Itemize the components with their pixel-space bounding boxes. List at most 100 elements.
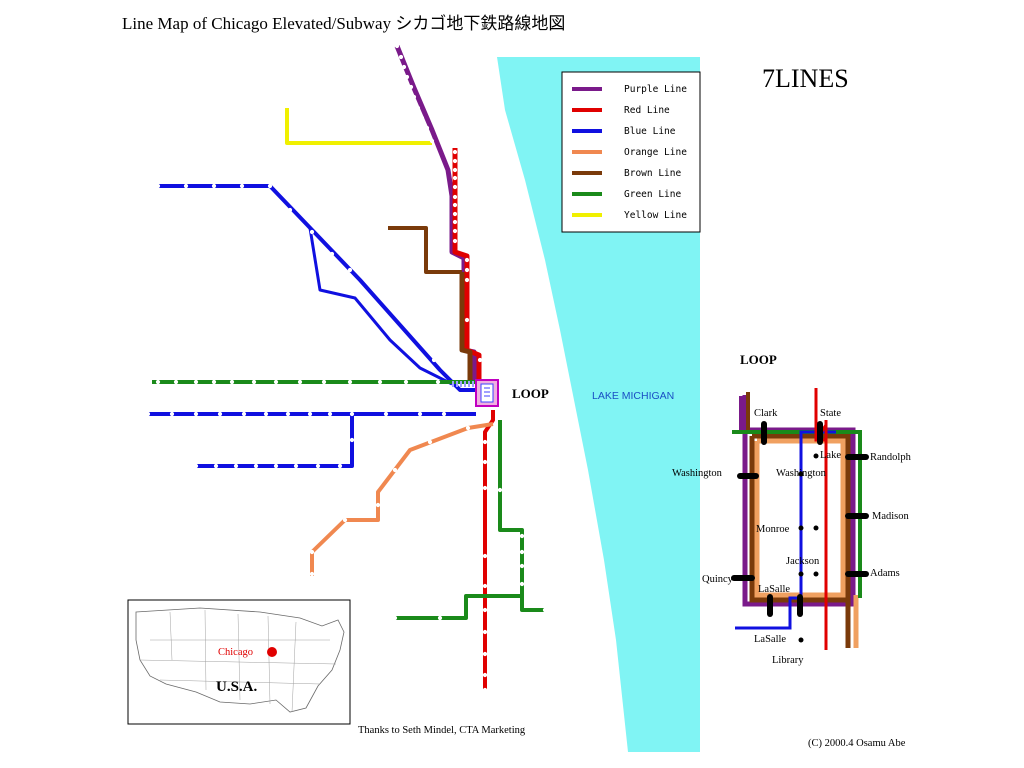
brown-line-west — [388, 226, 462, 274]
inset-station-label-12: LaSalle — [754, 634, 786, 645]
station-dot — [239, 183, 245, 189]
inset-station-label-0: Clark — [754, 408, 778, 419]
station-dot — [263, 411, 269, 417]
station-dot — [145, 411, 151, 417]
station-dot — [482, 553, 488, 559]
station-dot — [169, 411, 175, 417]
station-dot — [519, 549, 525, 555]
loop-marker — [475, 379, 499, 407]
usa-inset: Chicago U.S.A. — [127, 599, 351, 725]
station-dot — [401, 64, 407, 70]
station-dot — [482, 459, 488, 465]
station-dot — [542, 607, 548, 613]
station-dot — [452, 238, 458, 244]
inset-station-dot — [798, 471, 804, 477]
station-dot — [383, 411, 389, 417]
station-dot — [482, 687, 488, 693]
station-dot — [452, 202, 458, 208]
station-dot — [452, 167, 458, 173]
copyright: (C) 2000.4 Osamu Abe — [808, 738, 906, 749]
inset-station-label-2: Lake — [820, 450, 841, 461]
green-line-ashland — [395, 594, 522, 620]
station-dot — [347, 379, 353, 385]
station-dot — [409, 342, 415, 348]
station-dot — [398, 54, 404, 60]
station-dot — [429, 138, 435, 144]
station-dot — [389, 325, 395, 331]
inset-station-label-7: Monroe — [756, 524, 790, 535]
station-dot — [155, 379, 161, 385]
station-dot — [329, 251, 335, 257]
loop-inset-title: LOOP — [740, 352, 777, 367]
inset-station-label-10: LaSalle — [758, 584, 790, 595]
station-dot — [452, 194, 458, 200]
inset-station-label-8: Jackson — [786, 556, 820, 567]
station-dot — [482, 651, 488, 657]
station-dot — [315, 463, 321, 469]
station-dot — [482, 672, 488, 678]
station-dot — [193, 379, 199, 385]
legend-label-1: Red Line — [624, 105, 670, 116]
yellow-line — [285, 108, 432, 145]
legend-label-3: Orange Line — [624, 147, 687, 158]
station-dot — [427, 439, 433, 445]
station-dot — [464, 257, 470, 263]
station-dot — [519, 533, 525, 539]
station-dot — [233, 463, 239, 469]
station-dot — [273, 463, 279, 469]
lines-count-title: 7LINES — [762, 64, 849, 93]
station-dot — [477, 357, 483, 363]
station-dot — [452, 228, 458, 234]
station-dot — [253, 463, 259, 469]
station-dot — [465, 425, 471, 431]
station-dot — [452, 149, 458, 155]
station-dot — [415, 105, 421, 111]
loop-label-main: LOOP — [512, 386, 549, 401]
green-line-south — [498, 420, 545, 612]
station-dot — [321, 379, 327, 385]
station-dot — [452, 175, 458, 181]
station-dot — [424, 125, 430, 131]
station-dot — [293, 463, 299, 469]
inset-station-label-13: Library — [772, 655, 804, 666]
station-dot — [404, 74, 410, 80]
inset-station-dot — [798, 637, 804, 643]
station-dot — [519, 581, 525, 587]
station-dot — [431, 357, 437, 363]
inset-station-label-1: State — [820, 408, 841, 419]
station-dot — [193, 411, 199, 417]
station-dot — [183, 183, 189, 189]
inset-station-label-4: Washington — [672, 468, 723, 479]
legend-label-4: Brown Line — [624, 168, 681, 179]
station-dot — [507, 505, 513, 511]
station-dot — [377, 379, 383, 385]
station-dot — [285, 411, 291, 417]
station-dot — [464, 277, 470, 283]
station-dot — [309, 229, 315, 235]
station-dot — [482, 583, 488, 589]
inset-station-label-11: Adams — [870, 568, 900, 579]
station-dot — [211, 183, 217, 189]
station-dot — [349, 437, 355, 443]
station-dot — [452, 211, 458, 217]
inset-station-dot — [798, 571, 804, 577]
station-dot — [452, 184, 458, 190]
station-dot — [482, 439, 488, 445]
station-dot — [273, 379, 279, 385]
station-dot — [211, 379, 217, 385]
station-dot — [417, 411, 423, 417]
blue-line-ohare-branch — [158, 184, 476, 392]
legend-label-5: Green Line — [624, 189, 681, 200]
station-dot — [477, 345, 483, 351]
station-dot — [497, 487, 503, 493]
station-dot — [411, 94, 417, 100]
station-dot — [349, 411, 355, 417]
legend-label-0: Purple Line — [624, 84, 687, 95]
station-dot — [193, 463, 199, 469]
inset-station-label-3: Randolph — [870, 452, 912, 463]
station-dot — [327, 411, 333, 417]
